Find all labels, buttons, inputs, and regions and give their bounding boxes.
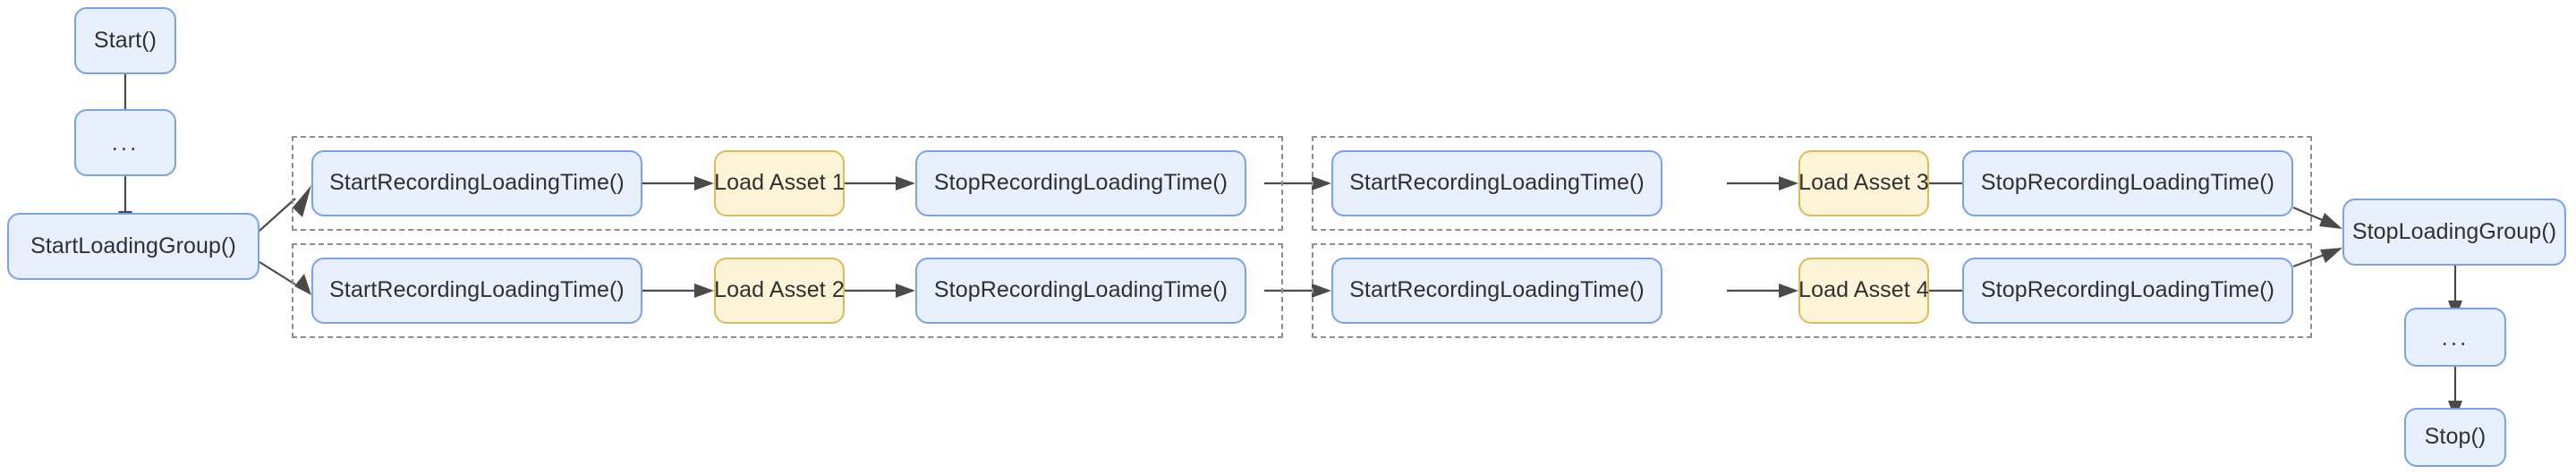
node-stop[interactable]: Stop()	[2404, 408, 2506, 467]
group-1-row-2-frame	[292, 243, 1283, 338]
node-g2r2-stop-recording[interactable]: StopRecordingLoadingTime()	[1962, 258, 2293, 324]
node-g1r2-stop-recording[interactable]: StopRecordingLoadingTime()	[915, 258, 1246, 324]
node-start-loading-group[interactable]: StartLoadingGroup()	[7, 213, 259, 280]
node-g2r2-start-recording[interactable]: StartRecordingLoadingTime()	[1331, 258, 1662, 324]
group-1-row-1-frame	[292, 136, 1283, 231]
node-ellipsis-top[interactable]: ...	[74, 109, 176, 176]
node-start[interactable]: Start()	[74, 7, 176, 74]
node-g1r1-stop-recording[interactable]: StopRecordingLoadingTime()	[915, 150, 1246, 216]
node-stop-loading-group[interactable]: StopLoadingGroup()	[2342, 199, 2566, 266]
node-g1r2-start-recording[interactable]: StartRecordingLoadingTime()	[311, 258, 642, 324]
node-g2r2-load-asset[interactable]: Load Asset 4	[1798, 258, 1929, 324]
node-g2r1-load-asset[interactable]: Load Asset 3	[1798, 150, 1929, 216]
node-g1r1-start-recording[interactable]: StartRecordingLoadingTime()	[311, 150, 642, 216]
node-g1r1-load-asset[interactable]: Load Asset 1	[714, 150, 845, 216]
group-2-row-2-frame	[1312, 243, 2312, 338]
node-g2r1-start-recording[interactable]: StartRecordingLoadingTime()	[1331, 150, 1662, 216]
node-g1r2-load-asset[interactable]: Load Asset 2	[714, 258, 845, 324]
node-ellipsis-bottom[interactable]: ...	[2404, 308, 2506, 367]
node-g2r1-stop-recording[interactable]: StopRecordingLoadingTime()	[1962, 150, 2293, 216]
group-2-row-1-frame	[1312, 136, 2312, 231]
